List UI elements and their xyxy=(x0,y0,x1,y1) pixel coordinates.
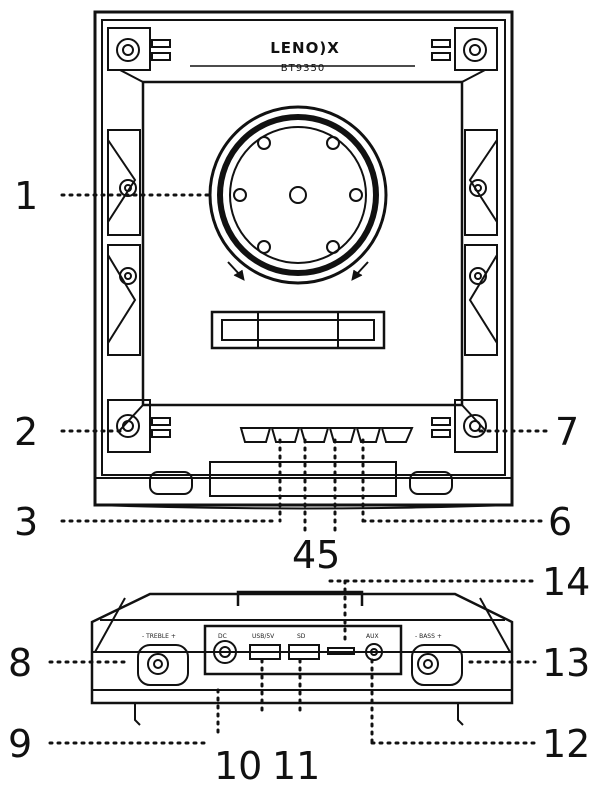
callout-12: 12 xyxy=(542,722,590,766)
callout-1: 1 xyxy=(14,174,38,218)
leader-lines xyxy=(48,193,550,745)
speaker-front-view xyxy=(93,10,514,510)
callout-3: 3 xyxy=(14,500,38,544)
speaker-rear-view xyxy=(90,590,514,726)
callout-9: 9 xyxy=(8,722,32,766)
callout-14: 14 xyxy=(542,560,590,604)
callout-10: 10 xyxy=(214,744,262,784)
bass-label: - BASS + xyxy=(415,633,442,640)
brand-label: LENO)X xyxy=(270,39,340,57)
aux-label: AUX xyxy=(366,633,379,640)
volume-dial xyxy=(208,105,388,285)
handle-slot xyxy=(210,310,386,350)
model-label: BT9350 xyxy=(281,63,325,74)
callout-11: 11 xyxy=(272,744,320,784)
usb-label: USB/5V xyxy=(252,633,275,640)
callout-2: 2 xyxy=(14,410,38,454)
callout-13: 13 xyxy=(542,641,590,685)
callout-45: 45 xyxy=(292,533,340,577)
sd-label: SD xyxy=(297,633,306,640)
treble-label: - TREBLE + xyxy=(142,633,176,640)
callout-8: 8 xyxy=(8,641,32,685)
callout-6: 6 xyxy=(548,500,572,544)
control-buttons xyxy=(239,427,414,443)
dc-label: DC xyxy=(218,633,227,640)
callout-7: 7 xyxy=(555,410,579,454)
